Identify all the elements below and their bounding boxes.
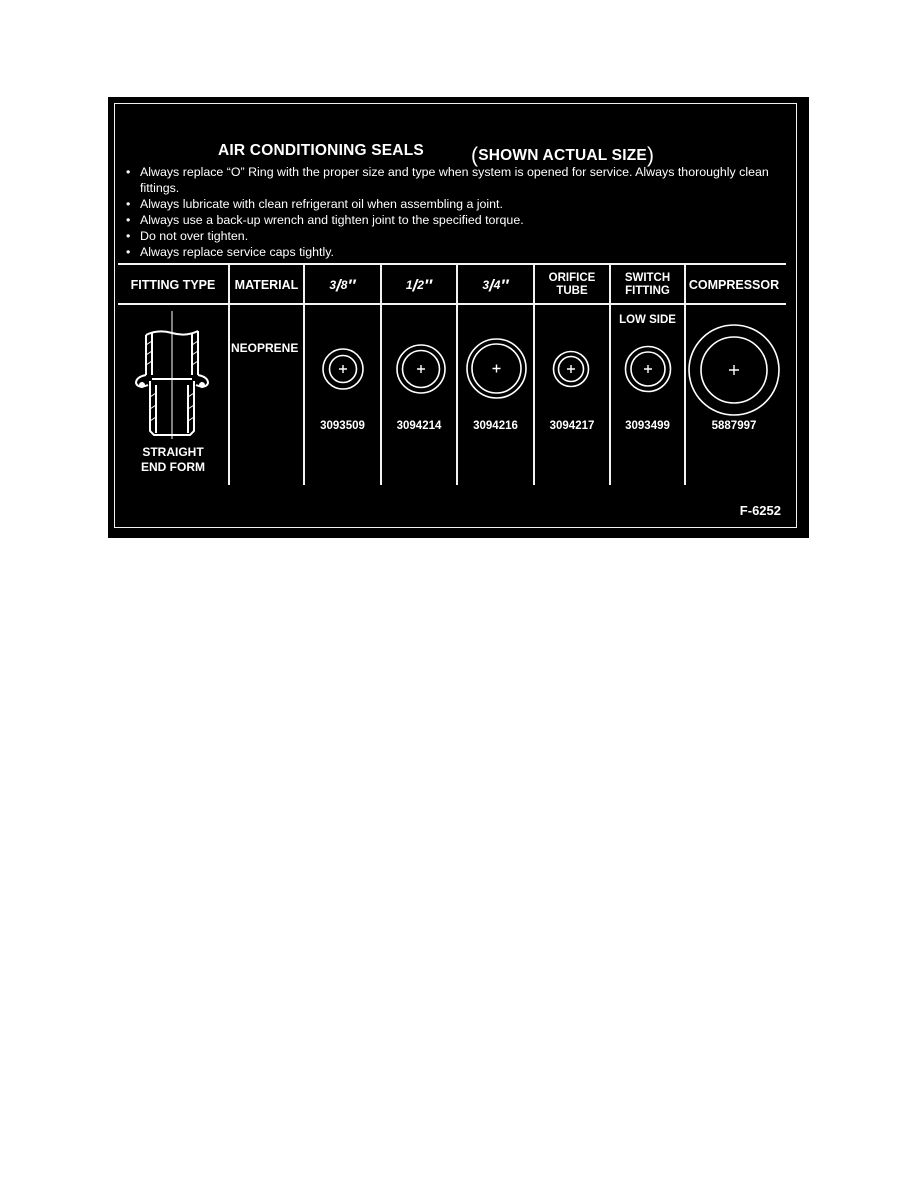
header-3-8-inch: 3/8″ [329,275,356,295]
instruction-item: Always replace “O” Ring with the proper … [124,164,804,196]
straight-end-form-fitting-icon [134,311,210,439]
seals-chart-panel: AIR CONDITIONING SEALS (SHOWN ACTUAL SIZ… [108,97,809,538]
col-divider [303,263,305,485]
subtitle-text: SHOWN ACTUAL SIZE [478,147,647,164]
col-divider [533,263,535,485]
col-divider [456,263,458,485]
o-ring-orifice-tube-icon [552,350,590,388]
instruction-item: Always replace service caps tightly. [124,244,804,260]
table-top-rule [118,263,786,265]
fraction-denominator: 2 [417,277,424,292]
instruction-item: Always use a back-up wrench and tighten … [124,212,804,228]
fraction-denominator: 8 [340,277,348,292]
o-ring-3-8-icon [322,348,364,390]
col-divider [684,263,686,485]
instruction-item: Always lubricate with clean refrigerant … [124,196,804,212]
header-line: FITTING [625,285,670,297]
instruction-item: Do not over tighten. [124,228,804,244]
title-text: AIR CONDITIONING SEALS [218,142,424,159]
header-1-2-inch: 1/2″ [405,275,433,295]
fraction-denominator: 4 [493,277,501,292]
col-divider [380,263,382,485]
part-number: 3094216 [473,420,518,432]
inch-mark: ″ [500,275,509,295]
header-3-4-inch: 3/4″ [482,275,509,295]
fitting-type-label: STRAIGHT END FORM [118,445,228,475]
header-rule [118,303,786,305]
col-divider [609,263,611,485]
low-side-note: LOW SIDE [619,314,676,326]
instructions-list: Always replace “O” Ring with the proper … [124,164,804,260]
header-material: MATERIAL [234,277,299,292]
label-line: STRAIGHT [142,445,204,459]
part-number: 3093499 [625,420,670,432]
part-number: 3094214 [396,420,442,432]
part-number: 3094217 [549,420,595,432]
header-compressor: COMPRESSOR [688,277,780,292]
material-value: NEOPRENE [231,341,299,355]
header-switch-fitting: SWITCH FITTING [611,267,684,303]
subtitle: (SHOWN ACTUAL SIZE) [471,144,655,167]
part-number: 5887997 [711,420,757,432]
o-ring-switch-fitting-icon [624,345,672,393]
header-line: ORIFICE [548,272,596,284]
header-line: TUBE [556,285,588,297]
figure-code: F-6252 [739,503,781,518]
inch-mark: ″ [347,275,356,295]
fraction-numerator: 1 [405,277,413,292]
o-ring-compressor-icon [688,324,780,416]
fraction-numerator: 3 [482,277,490,292]
header-orifice-tube: ORIFICE TUBE [535,267,609,303]
label-line: END FORM [141,460,205,474]
o-ring-3-4-icon [466,338,527,399]
header-fitting-type: FITTING TYPE [130,277,216,292]
header-line: SWITCH [624,272,671,284]
part-number: 3093509 [320,420,365,432]
inner-border [114,103,797,528]
inch-mark: ″ [423,275,433,295]
seals-table: FITTING TYPE MATERIAL 3/8″ 1/2″ 3/4″ ORI… [114,263,786,485]
fraction-numerator: 3 [329,277,337,292]
col-divider [228,263,230,485]
o-ring-1-2-icon [396,344,446,394]
